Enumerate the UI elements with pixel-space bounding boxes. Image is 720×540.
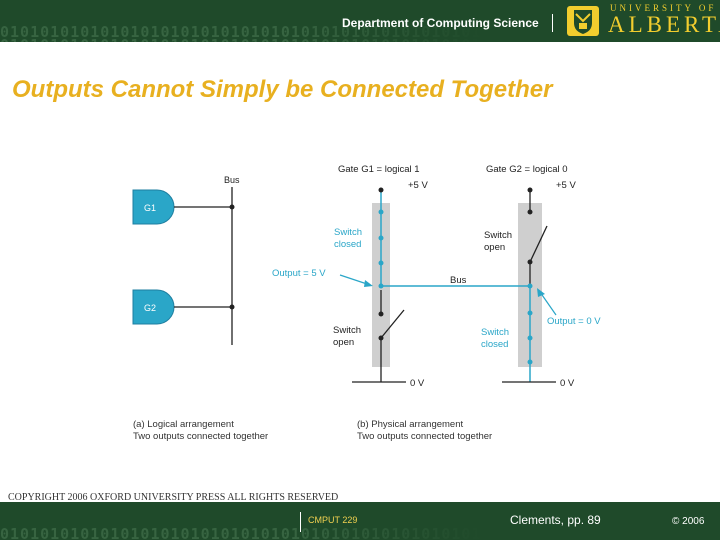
ground-right: 0 V: [560, 378, 575, 389]
reference: Clements, pp. 89: [510, 513, 601, 527]
output-left-label: Output = 5 V: [272, 268, 326, 279]
switch-open-left-2: open: [333, 337, 354, 348]
switch-open-right-2: open: [484, 242, 505, 253]
gate-g2: [132, 289, 175, 325]
header-divider: [552, 14, 553, 32]
switch-closed-right-2: closed: [481, 339, 508, 350]
copyright-year: © 2006: [672, 516, 705, 527]
switch-closed-right-1: Switch: [481, 327, 509, 338]
gate-g1-header: Gate G1 = logical 1: [338, 164, 420, 175]
gate-g2-label: G2: [144, 303, 156, 313]
gate-g1-label: G1: [144, 203, 156, 213]
output-right-label: Output = 0 V: [547, 316, 601, 327]
switch-open-left-1: Switch: [333, 325, 361, 336]
department-name: Department of Computing Science: [342, 16, 539, 30]
logical-bus-label: Bus: [224, 175, 240, 185]
open-switch-left: [380, 309, 405, 339]
switch-closed-left-2: closed: [334, 239, 361, 250]
physical-caption-1: (b) Physical arrangement: [357, 419, 463, 430]
physical-caption-2: Two outputs connected together: [357, 431, 492, 442]
logical-arrangement: Bus G1 G2 (a) Logical arrangement Two ou…: [132, 175, 268, 442]
junction-dot: [229, 304, 235, 310]
university-crest-icon: [567, 6, 599, 36]
university-name: ALBERTA: [608, 12, 720, 37]
university-small-text: UNIVERSITY OF: [610, 3, 717, 13]
copyright-notice: COPYRIGHT 2006 OXFORD UNIVERSITY PRESS A…: [8, 492, 339, 503]
junction-dot: [229, 204, 235, 210]
logical-caption-2: Two outputs connected together: [133, 431, 268, 442]
switch-closed-left-1: Switch: [334, 227, 362, 238]
gate-g2-header: Gate G2 = logical 0: [486, 164, 568, 175]
physical-arrangement: Gate G1 = logical 1 Gate G2 = logical 0 …: [272, 164, 601, 442]
footer-divider: [300, 512, 301, 532]
footer-band: 0101010101010101010101010101010101010101…: [0, 502, 720, 540]
vplus-left: +5 V: [408, 180, 428, 191]
vplus-right: +5 V: [556, 180, 576, 191]
physical-bus-label: Bus: [450, 275, 467, 286]
header-band: 0101010101010101010101010101010101010101…: [0, 0, 720, 42]
gate-g1: [132, 189, 175, 225]
course-code: CMPUT 229: [308, 515, 358, 525]
slide-title: Outputs Cannot Simply be Connected Toget…: [12, 76, 553, 103]
switch-open-right-1: Switch: [484, 230, 512, 241]
open-switch-right: [529, 225, 548, 263]
logical-caption-1: (a) Logical arrangement: [133, 419, 234, 430]
ground-left: 0 V: [410, 378, 425, 389]
